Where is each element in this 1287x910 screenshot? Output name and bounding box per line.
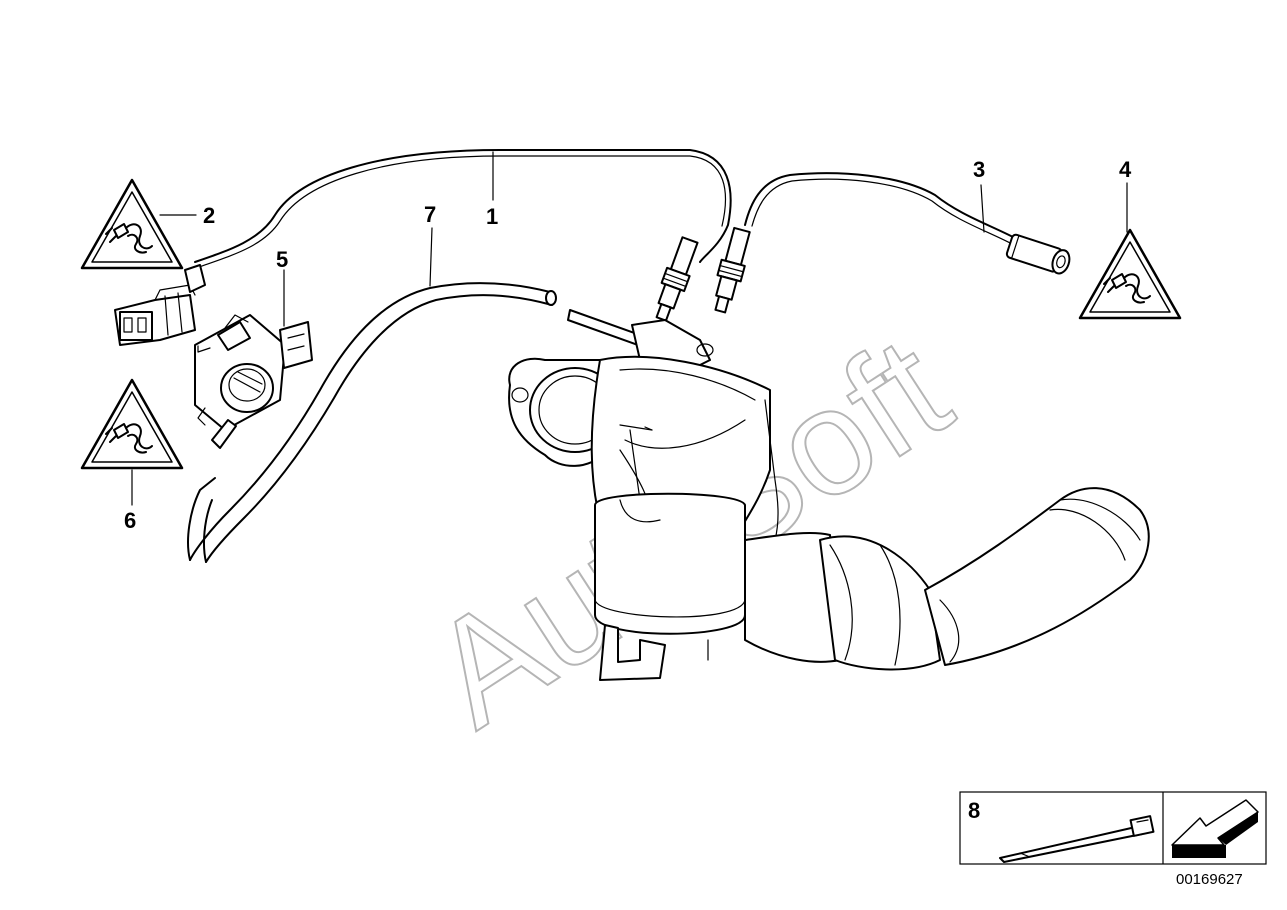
callout-8: 8 bbox=[968, 798, 980, 823]
connector-warning-icon bbox=[80, 378, 184, 470]
callout-1: 1 bbox=[486, 204, 498, 229]
pressure-sensor[interactable] bbox=[194, 314, 313, 449]
oxygen-sensor-cable-1[interactable] bbox=[194, 149, 732, 323]
connector-warning-icon bbox=[80, 178, 184, 270]
part-8-inset[interactable]: 8 bbox=[959, 791, 1267, 865]
connector-warning-icon bbox=[1078, 228, 1182, 320]
callout-7: 7 bbox=[424, 202, 436, 227]
callout-6: 6 bbox=[124, 508, 136, 533]
vacuum-hose[interactable] bbox=[187, 282, 557, 563]
callout-5: 5 bbox=[276, 247, 288, 272]
direction-arrow-icon bbox=[1171, 799, 1259, 858]
oxygen-sensor-cable-3[interactable] bbox=[709, 172, 1073, 314]
cable-connector-plug[interactable] bbox=[114, 264, 206, 346]
callout-4: 4 bbox=[1119, 157, 1132, 182]
leader-lines bbox=[131, 151, 1128, 506]
callout-3: 3 bbox=[973, 157, 985, 182]
catalytic-converter bbox=[508, 309, 1150, 681]
callout-2: 2 bbox=[203, 203, 215, 228]
document-number: 00169627 bbox=[1176, 871, 1243, 888]
cable-tie bbox=[999, 815, 1155, 863]
